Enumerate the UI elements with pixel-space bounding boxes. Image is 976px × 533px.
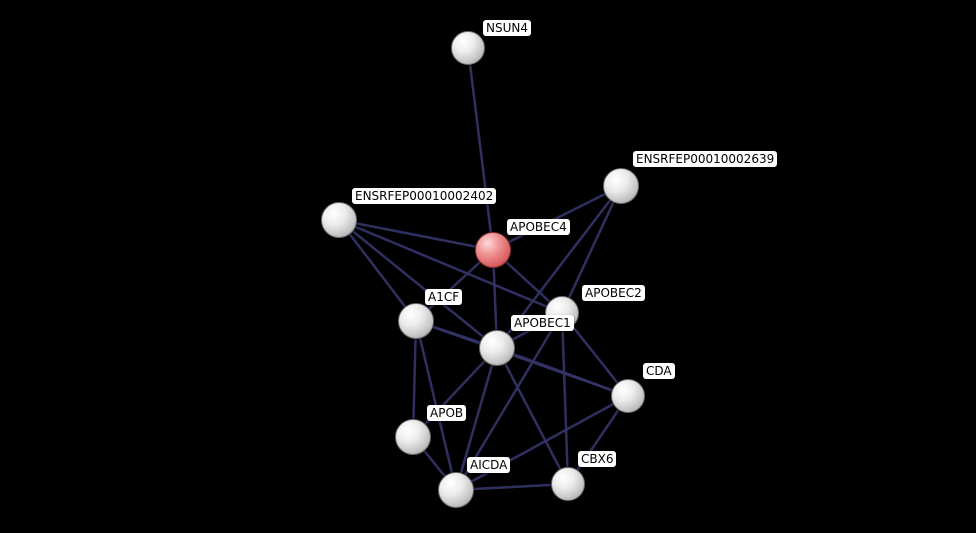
node-label-ENSRFEP00010002639: ENSRFEP00010002639 [633, 151, 778, 167]
node-label-A1CF: A1CF [425, 289, 463, 305]
node-CBX6[interactable] [551, 467, 585, 501]
node-label-APOBEC2: APOBEC2 [582, 285, 645, 301]
edge-A1CF-APOB [411, 320, 418, 438]
node-NSUN4[interactable] [451, 31, 485, 65]
edge-ENSRFEP00010002402-A1CF [338, 219, 417, 322]
edge-ENSRFEP00010002402-APOBEC4 [338, 218, 494, 252]
node-label-ENSRFEP00010002402: ENSRFEP00010002402 [352, 188, 497, 204]
edge-NSUN4-APOBEC4 [466, 47, 495, 251]
edge-AICDA-CBX6 [455, 482, 569, 492]
node-label-CBX6: CBX6 [578, 451, 617, 467]
node-APOBEC4[interactable] [475, 232, 511, 268]
node-APOBEC1[interactable] [479, 330, 515, 366]
edge-APOBEC1-CBX6 [495, 347, 570, 485]
node-APOB[interactable] [395, 419, 431, 455]
edge-APOBEC1-CDA [496, 346, 629, 398]
edge-ENSRFEP00010002402-APOBEC1 [338, 219, 498, 349]
node-ENSRFEP00010002402[interactable] [321, 202, 357, 238]
edge-CDA-AICDA [455, 394, 629, 492]
node-AICDA[interactable] [438, 472, 474, 508]
node-A1CF[interactable] [398, 303, 434, 339]
node-label-CDA: CDA [643, 363, 675, 379]
node-label-AICDA: AICDA [467, 457, 511, 473]
node-label-APOBEC4: APOBEC4 [507, 219, 570, 235]
node-label-APOBEC1: APOBEC1 [511, 315, 574, 331]
node-ENSRFEP00010002639[interactable] [603, 168, 639, 204]
node-label-NSUN4: NSUN4 [483, 20, 531, 36]
edge-APOBEC1-APOB [412, 347, 498, 438]
node-CDA[interactable] [611, 379, 645, 413]
edge-ENSRFEP00010002639-APOBEC2 [560, 185, 623, 314]
edge-APOBEC2-CBX6 [560, 312, 570, 485]
edge-ENSRFEP00010002639-APOBEC4 [492, 184, 622, 252]
edge-ENSRFEP00010002402-APOBEC2 [338, 218, 563, 315]
edge-APOBEC1-AICDA [454, 347, 499, 491]
node-label-APOB: APOB [427, 405, 467, 421]
